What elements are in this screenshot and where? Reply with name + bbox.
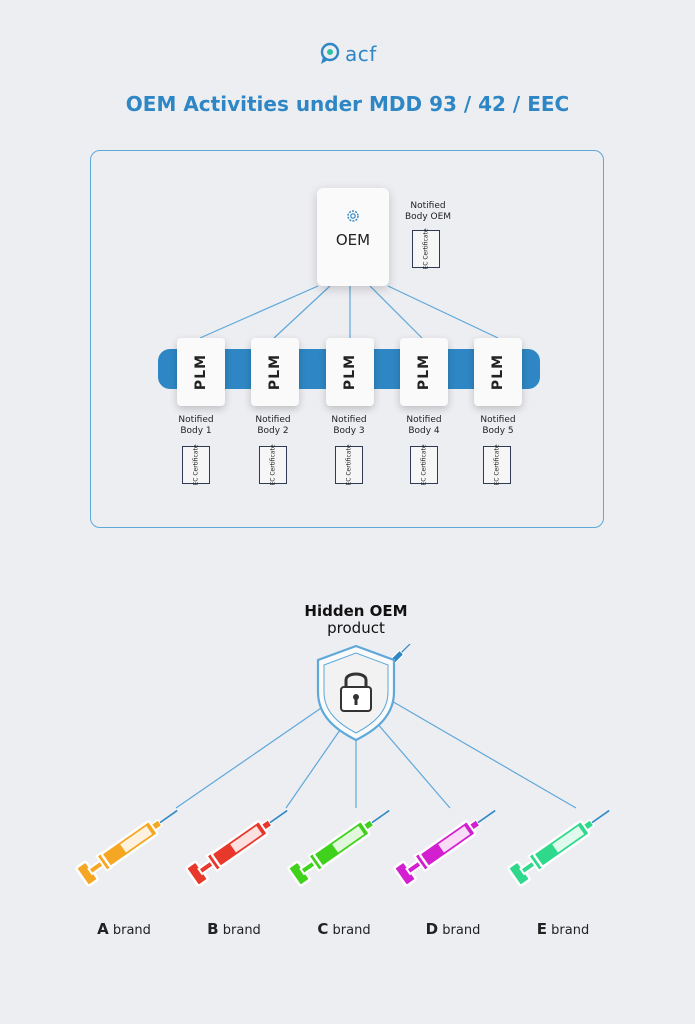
plm-card-5: PLM <box>474 338 522 406</box>
brand-label-d: D brand <box>425 920 481 938</box>
oem-certificate: EC Certificate <box>412 228 440 270</box>
notified-body-oem: Notified Body OEM <box>404 201 452 222</box>
hidden-oem-heading: Hidden OEM product <box>304 602 408 637</box>
page-title: OEM Activities under MDD 93 / 42 / EEC <box>125 92 570 116</box>
plm-card-1: PLM <box>177 338 225 406</box>
brand-label-c: C brand <box>317 920 371 938</box>
acf-logo: acf <box>318 42 377 66</box>
oem-label: OEM <box>335 231 371 249</box>
certificate-2: EC Certificate <box>259 444 287 486</box>
syringe-c-icon <box>287 809 390 887</box>
logo-text: acf <box>345 42 377 66</box>
syringe-a-icon <box>75 809 178 887</box>
oem-box: OEM <box>317 188 389 286</box>
syringe-d-icon <box>393 809 496 887</box>
shield-lock-icon <box>316 644 411 742</box>
brand-label-a: A brand <box>97 920 151 938</box>
syringe-e-icon <box>507 809 610 887</box>
certificate-1: EC Certificate <box>182 444 210 486</box>
syringes-group <box>75 809 610 887</box>
certificate-4: EC Certificate <box>410 444 438 486</box>
location-pin-icon <box>320 42 340 64</box>
diagram-frame <box>90 150 604 528</box>
plm-card-4: PLM <box>400 338 448 406</box>
plm-card-2: PLM <box>251 338 299 406</box>
brand-label-b: B brand <box>207 920 261 938</box>
certificate-5: EC Certificate <box>483 444 511 486</box>
gear-icon <box>347 210 359 222</box>
certificate-3: EC Certificate <box>335 444 363 486</box>
brand-label-e: E brand <box>536 920 590 938</box>
syringe-b-icon <box>185 809 288 887</box>
plm-card-3: PLM <box>326 338 374 406</box>
